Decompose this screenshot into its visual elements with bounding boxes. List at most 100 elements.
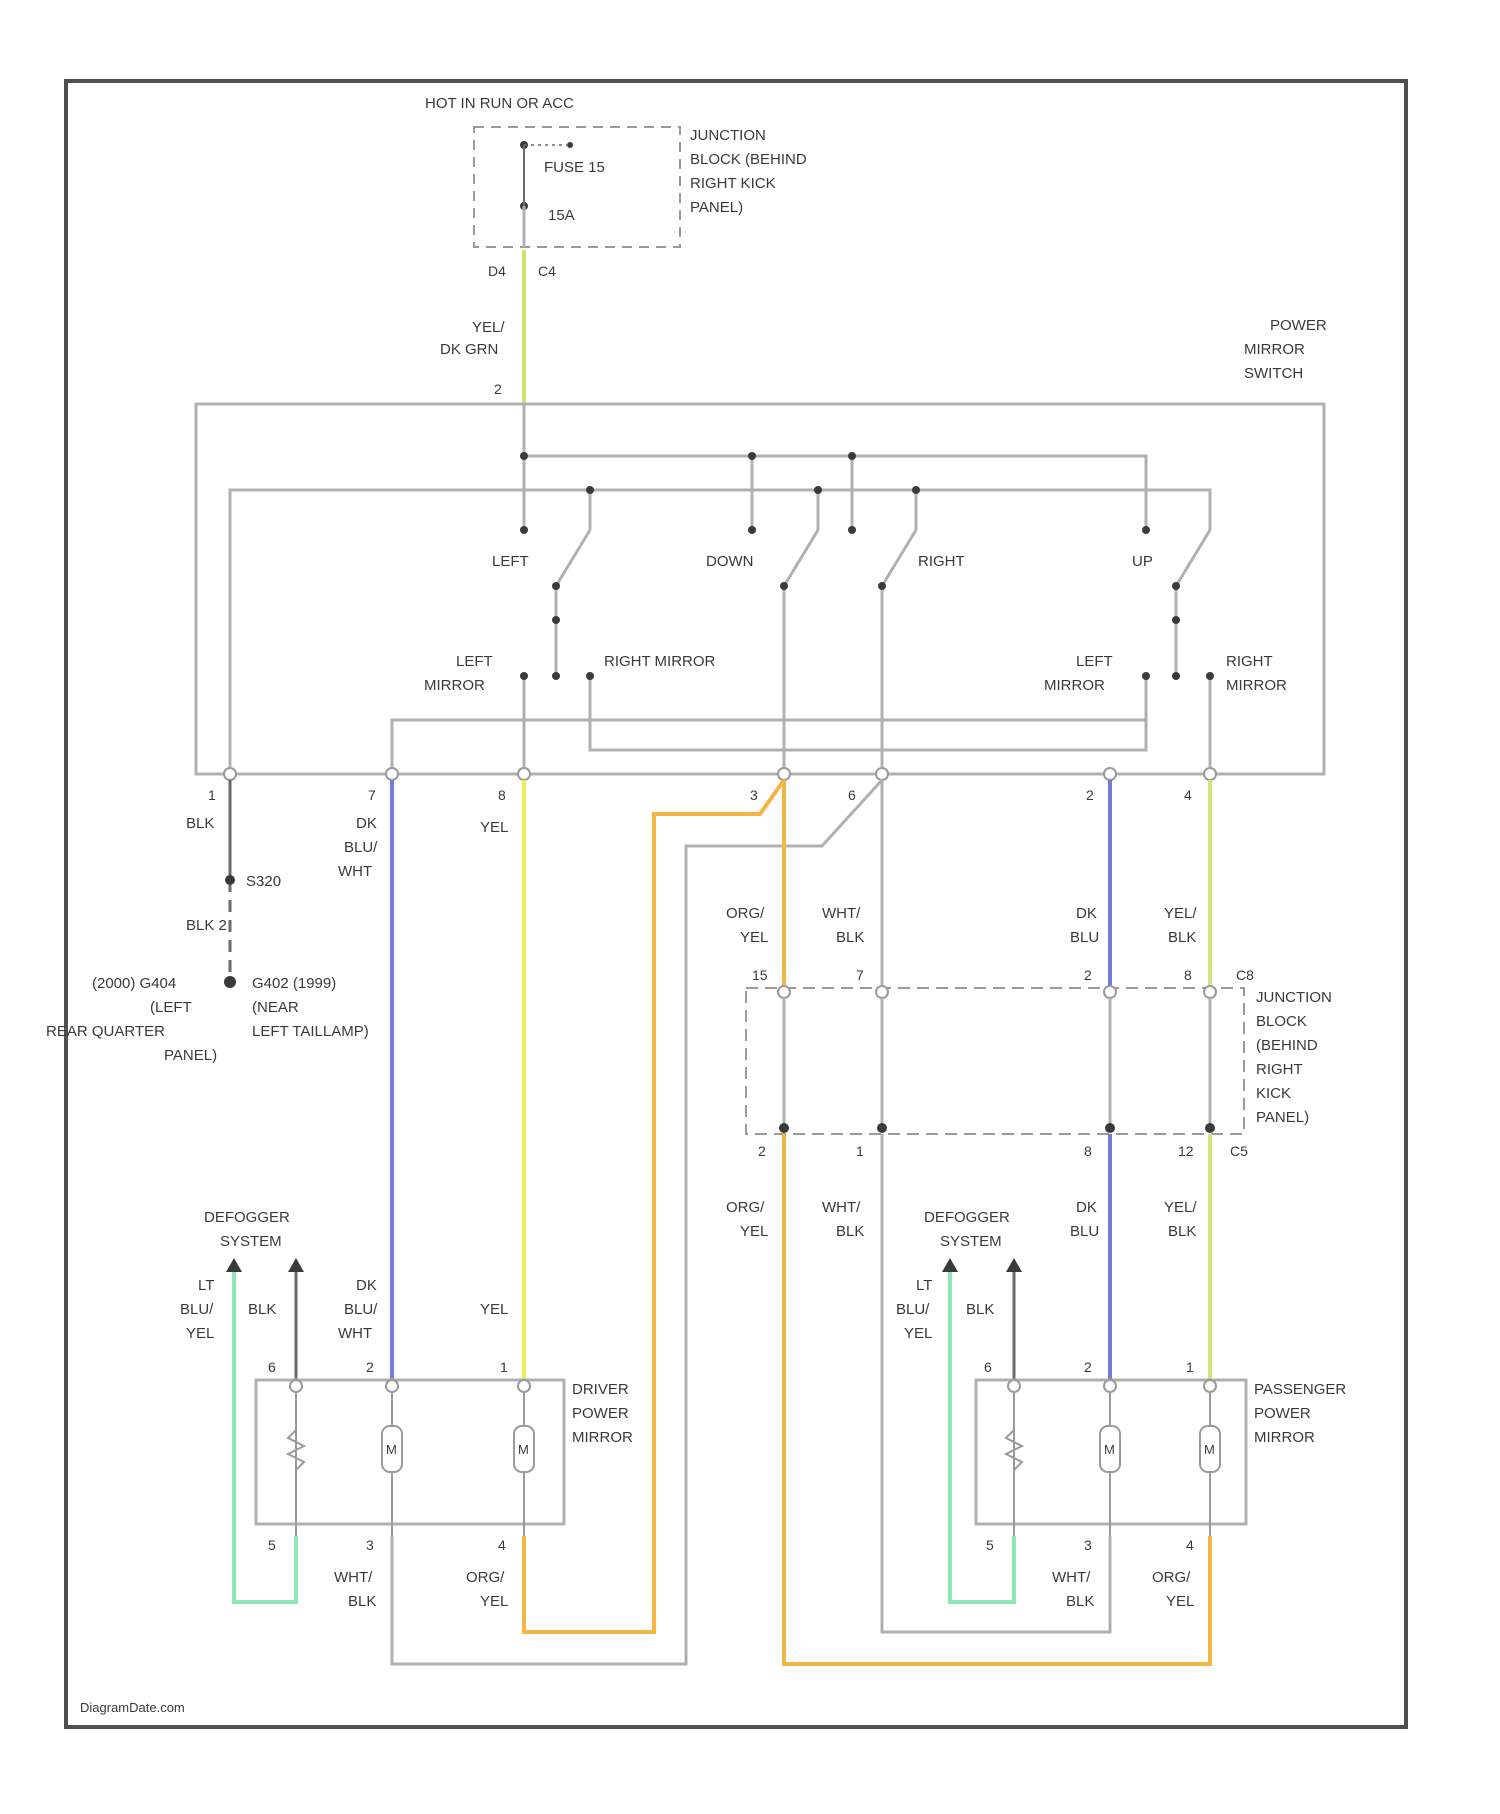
- ground-left-label: (2000) G404 (LEFT REAR QUARTER PANEL): [46, 975, 217, 1064]
- svg-text:BLOCK (BEHIND: BLOCK (BEHIND: [690, 151, 807, 168]
- drv-yel: YEL: [480, 1301, 508, 1318]
- svg-text:PANEL): PANEL): [164, 1047, 217, 1064]
- drv-out-org-yel-1: ORG/: [466, 1569, 505, 1586]
- pas-bottom-pin-4: 4: [1186, 1537, 1194, 1553]
- switch-pin-2: 2: [494, 381, 502, 397]
- drv-top-pin-2: 2: [366, 1359, 374, 1375]
- svg-text:(NEAR: (NEAR: [252, 999, 299, 1016]
- driver-mirror-label-3: MIRROR: [572, 1429, 633, 1446]
- drv-dk-blu-wht-3: WHT: [338, 1325, 372, 1342]
- switch-pin-3: 3: [750, 787, 758, 803]
- drv-bottom-pin-5: 5: [268, 1537, 276, 1553]
- svg-text:(BEHIND: (BEHIND: [1256, 1037, 1318, 1054]
- mid-bottom-conn: C5: [1230, 1143, 1248, 1159]
- watermark: DiagramDate.com: [80, 1700, 185, 1715]
- pas-motor-1: M: [1104, 1442, 1115, 1457]
- wht-blk-upper-2: BLK: [836, 929, 864, 946]
- yel-blk-lower-1: YEL/: [1164, 1199, 1197, 1216]
- dk-blu-upper-1: DK: [1076, 905, 1097, 922]
- yel-blk-upper-1: YEL/: [1164, 905, 1197, 922]
- drv-top-pin-1: 1: [500, 1359, 508, 1375]
- mid-bottom-pin-12: 12: [1178, 1143, 1194, 1159]
- switch-pin-7: 7: [368, 787, 376, 803]
- mid-top-pin-15: 15: [752, 967, 768, 983]
- pin-d4: D4: [488, 263, 506, 279]
- drv-out-wht-blk-1: WHT/: [334, 1569, 373, 1586]
- junction-mid-internal: [784, 998, 1210, 1128]
- drv-lt-blu-yel-3: YEL: [186, 1325, 214, 1342]
- left-mirror-label-1a: LEFT: [456, 653, 493, 670]
- drv-dk-blu-wht-2: BLU/: [344, 1301, 378, 1318]
- splice-label: S320: [246, 873, 281, 890]
- switch-pos-down: DOWN: [706, 553, 754, 570]
- org-yel-lower-1: ORG/: [726, 1199, 765, 1216]
- switch-label-3: SWITCH: [1244, 365, 1303, 382]
- ground-right-label: G402 (1999) (NEAR LEFT TAILLAMP): [252, 975, 369, 1040]
- ground-node: [224, 976, 236, 988]
- passenger-mirror-label-2: POWER: [1254, 1405, 1311, 1422]
- switch-pin-8: 8: [498, 787, 506, 803]
- drv-out-org-yel-2: YEL: [480, 1593, 508, 1610]
- switch-label-1: POWER: [1270, 317, 1327, 334]
- driver-lt-blu-yel-wire: [234, 1272, 296, 1602]
- pin-c4: C4: [538, 263, 556, 279]
- pass-defogger-1: DEFOGGER: [924, 1209, 1010, 1226]
- right-mirror-label-2a: RIGHT: [1226, 653, 1273, 670]
- switch-label-2: MIRROR: [1244, 341, 1305, 358]
- svg-text:LEFT TAILLAMP): LEFT TAILLAMP): [252, 1023, 369, 1040]
- right-mirror-label-2b: MIRROR: [1226, 677, 1287, 694]
- left-mirror-label-2b: MIRROR: [1044, 677, 1105, 694]
- feed-wire-color-1: YEL/: [472, 319, 505, 336]
- svg-text:REAR QUARTER: REAR QUARTER: [46, 1023, 165, 1040]
- org-yel-upper-1: ORG/: [726, 905, 765, 922]
- drv-bottom-pin-4: 4: [498, 1537, 506, 1553]
- junction-mid-pins-bottom: [779, 1123, 1215, 1133]
- splice-s320: [225, 875, 235, 885]
- svg-text:RIGHT: RIGHT: [1256, 1061, 1303, 1078]
- mid-top-pin-7: 7: [856, 967, 864, 983]
- drv-motor-1: M: [386, 1442, 397, 1457]
- dk-blu-wht-1: DK: [356, 815, 377, 832]
- switch-pin-4: 4: [1184, 787, 1192, 803]
- mid-bottom-pin-2: 2: [758, 1143, 766, 1159]
- pas-lt-blu-yel-1: LT: [916, 1277, 932, 1294]
- drv-blk: BLK: [248, 1301, 276, 1318]
- pass-defogger-arrow-2: [1006, 1258, 1022, 1272]
- driver-mirror-internal: [290, 1380, 534, 1536]
- dk-blu-wht-3: WHT: [338, 863, 372, 880]
- dk-blu-wht-2: BLU/: [344, 839, 378, 856]
- switch-pos-right: RIGHT: [918, 553, 965, 570]
- fuse-amp-label: 15A: [548, 207, 575, 224]
- junction-block-top: [474, 127, 680, 247]
- yel-blk-upper-2: BLK: [1168, 929, 1196, 946]
- driver-mirror-label-2: POWER: [572, 1405, 629, 1422]
- drv-dk-blu-wht-1: DK: [356, 1277, 377, 1294]
- pas-bottom-pin-5: 5: [986, 1537, 994, 1553]
- diagram-frame: [66, 81, 1406, 1727]
- pas-motor-2: M: [1204, 1442, 1215, 1457]
- switch-pin-6: 6: [848, 787, 856, 803]
- pas-top-pin-2: 2: [1084, 1359, 1092, 1375]
- svg-text:JUNCTION: JUNCTION: [1256, 989, 1332, 1006]
- pass-lt-blu-yel-wire: [950, 1272, 1014, 1602]
- svg-text:PANEL): PANEL): [1256, 1109, 1309, 1126]
- mid-bottom-pin-1: 1: [856, 1143, 864, 1159]
- drv-top-pin-6: 6: [268, 1359, 276, 1375]
- svg-text:(2000) G404: (2000) G404: [92, 975, 176, 992]
- switch-contact-nodes: [520, 452, 1214, 680]
- passenger-mirror-internal: [1008, 1380, 1220, 1536]
- drv-bottom-pin-3: 3: [366, 1537, 374, 1553]
- junction-block-mid: [746, 988, 1244, 1134]
- dk-blu-lower-2: BLU: [1070, 1223, 1099, 1240]
- svg-text:JUNCTION: JUNCTION: [690, 127, 766, 144]
- svg-text:PANEL): PANEL): [690, 199, 743, 216]
- hot-in-run-label: HOT IN RUN OR ACC: [425, 95, 574, 112]
- yel-blk-lower-2: BLK: [1168, 1223, 1196, 1240]
- switch-pos-up: UP: [1132, 553, 1153, 570]
- pass-defogger-2: SYSTEM: [940, 1233, 1002, 1250]
- org-yel-lower-2: YEL: [740, 1223, 768, 1240]
- driver-defogger-2: SYSTEM: [220, 1233, 282, 1250]
- ground-wire-label: BLK: [186, 815, 214, 832]
- pas-out-org-yel-2: YEL: [1166, 1593, 1194, 1610]
- drv-lt-blu-yel-1: LT: [198, 1277, 214, 1294]
